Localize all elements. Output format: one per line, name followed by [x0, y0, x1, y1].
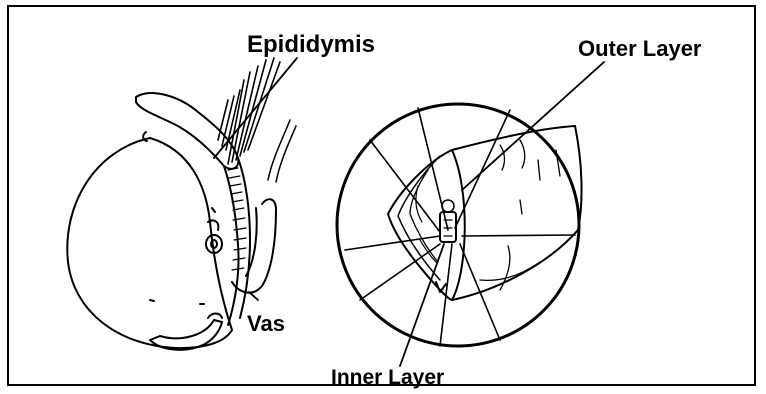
magnified-view	[337, 104, 582, 346]
testis-outline	[67, 138, 232, 348]
vas-label: Vas	[247, 313, 285, 335]
epididymis-body	[224, 158, 250, 325]
epididymis-head	[136, 93, 238, 169]
vas-leader-line	[249, 292, 258, 300]
outer-layer-leader-line	[462, 62, 604, 190]
epididymis-label: Epididymis	[247, 33, 375, 57]
outer-layer-label: Outer Layer	[578, 38, 702, 60]
epididymis-hatching	[228, 168, 246, 270]
epididymis-tail	[150, 320, 222, 350]
tube-outer-wall	[452, 126, 578, 300]
section-lines	[345, 108, 575, 346]
spermatic-cord-fibers	[218, 58, 280, 164]
magnifier-circle	[337, 104, 579, 346]
inner-layer-label: Inner Layer	[331, 367, 444, 388]
inner-layer-leader-line	[400, 244, 444, 366]
